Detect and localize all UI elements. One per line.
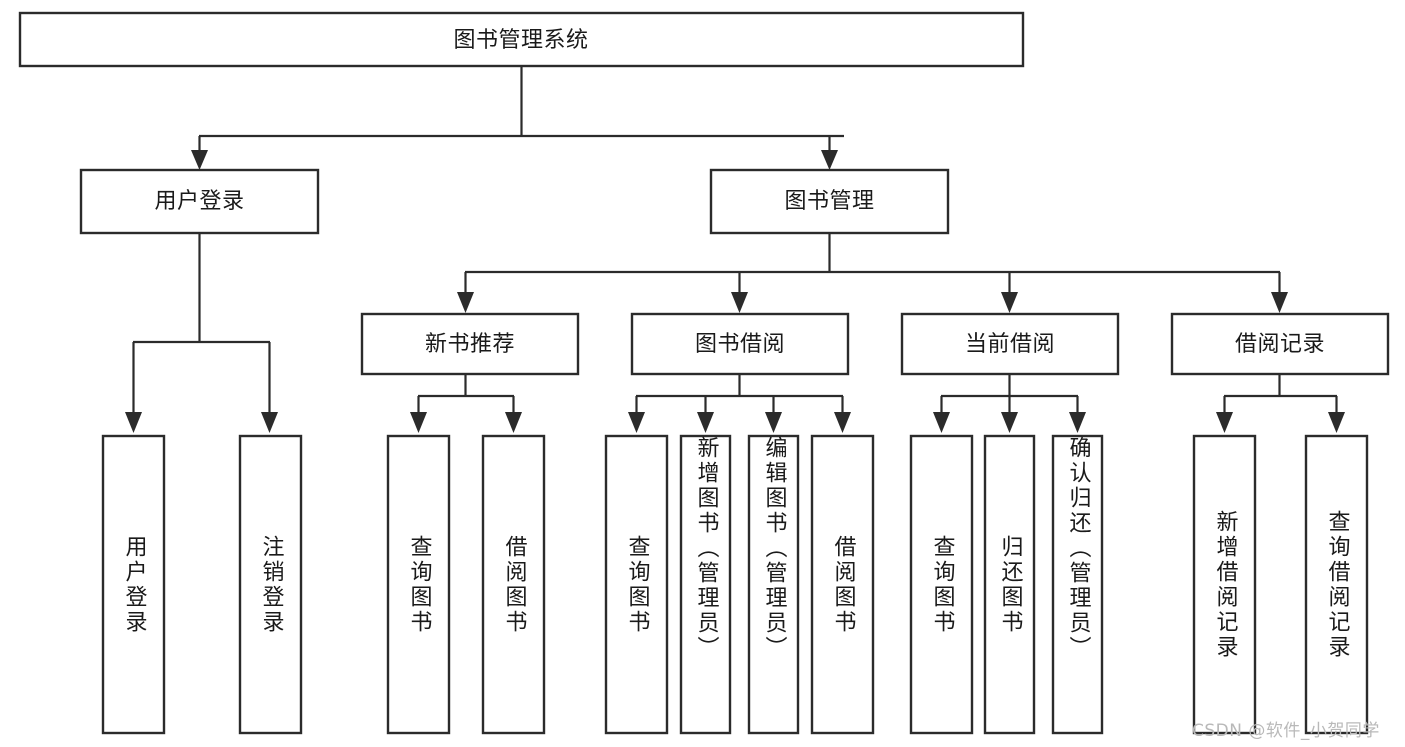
node-leaf-borrow-book-1[interactable]	[481, 434, 546, 735]
node-leaf-query-record[interactable]	[1304, 434, 1369, 735]
connector-bookmgmt-to-level3	[457, 233, 1288, 313]
connector-newbook-to-leaves	[410, 374, 522, 433]
connector-borrowrecord-to-leaves	[1216, 374, 1345, 433]
node-leaf-add-record[interactable]	[1192, 434, 1257, 735]
node-leaf-logout-login[interactable]	[238, 434, 303, 735]
connector-userlogin-to-leaves	[125, 233, 278, 433]
connector-currentborrow-to-leaves	[933, 374, 1086, 433]
connector-root-to-level2	[191, 66, 844, 170]
csdn-watermark: CSDN @软件_小贺同学	[1192, 721, 1380, 741]
node-leaf-query-book-1[interactable]	[386, 434, 451, 735]
node-leaf-borrow-book-2[interactable]	[810, 434, 875, 735]
node-label-borrow-record: 借阅记录	[1235, 332, 1325, 357]
node-leaf-edit-book[interactable]	[747, 434, 800, 735]
node-leaf-query-book-2[interactable]	[604, 434, 669, 735]
leaf-nodes-group	[101, 434, 1369, 735]
node-system-root[interactable]: 图书管理系统	[18, 11, 1025, 68]
node-book-borrow[interactable]: 图书借阅	[630, 312, 850, 376]
node-leaf-confirm-return[interactable]	[1051, 434, 1104, 735]
node-label-current-borrow: 当前借阅	[965, 332, 1055, 357]
node-label-user-login: 用户登录	[154, 189, 244, 214]
node-book-management[interactable]: 图书管理	[709, 168, 950, 235]
node-user-login[interactable]: 用户登录	[79, 168, 320, 235]
node-borrow-record[interactable]: 借阅记录	[1170, 312, 1390, 376]
node-leaf-query-book-3[interactable]	[909, 434, 974, 735]
node-current-borrow[interactable]: 当前借阅	[900, 312, 1120, 376]
node-label-system-root: 图书管理系统	[453, 28, 588, 53]
node-label-book-management: 图书管理	[784, 189, 874, 214]
node-leaf-add-book[interactable]	[679, 434, 732, 735]
connector-bookborrow-to-leaves	[628, 374, 851, 433]
node-label-book-borrow: 图书借阅	[695, 332, 785, 357]
node-leaf-return-book[interactable]	[983, 434, 1036, 735]
node-leaf-user-login[interactable]	[101, 434, 166, 735]
node-new-book-recommend[interactable]: 新书推荐	[360, 312, 580, 376]
node-label-new-book-recommend: 新书推荐	[425, 332, 515, 357]
